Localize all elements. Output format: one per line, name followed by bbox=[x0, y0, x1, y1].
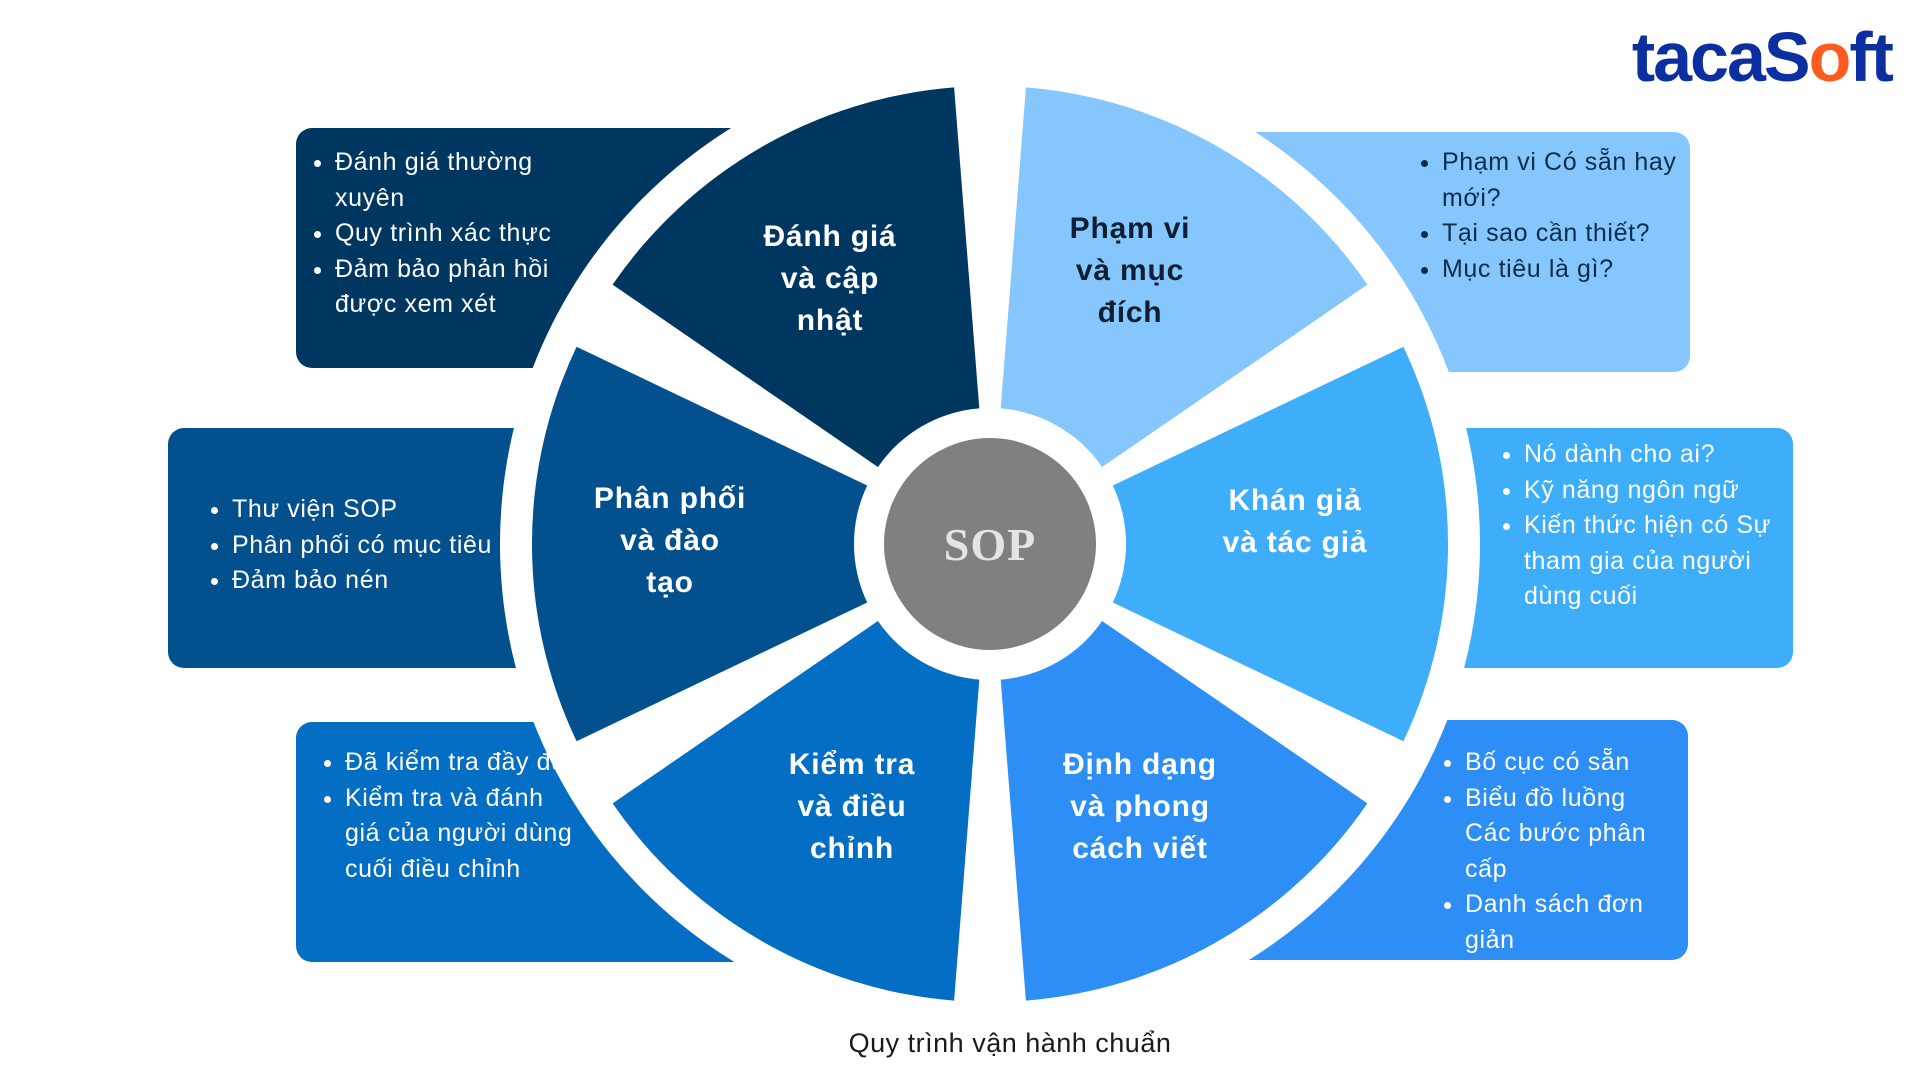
segment-label-scope: Phạm vi và mục đích bbox=[1069, 212, 1191, 329]
bullets-distribution: Thư viện SOP Phân phối có mục tiêu Đảm b… bbox=[197, 492, 527, 599]
segment-label-audience: Khán giả và tác giả bbox=[1222, 484, 1368, 559]
bullet-item: Biểu đồ luồng Các bước phân cấp bbox=[1465, 781, 1675, 888]
bullet-item: Đã kiểm tra đầy đủ bbox=[345, 745, 575, 781]
logo-text: ft bbox=[1849, 18, 1894, 96]
bullet-item: Kỹ năng ngôn ngữ bbox=[1524, 473, 1789, 509]
bullet-item: Bố cục có sẵn bbox=[1465, 745, 1675, 781]
bullet-item: Đảm bảo nén bbox=[232, 563, 527, 599]
tacasoft-logo: tacaSoft bbox=[1631, 12, 1894, 102]
bullet-item: Phân phối có mục tiêu bbox=[232, 528, 527, 564]
bullets-audience: Nó dành cho ai? Kỹ năng ngôn ngữ Kiến th… bbox=[1489, 437, 1789, 615]
segment-label-review: Đánh giá và cập nhật bbox=[763, 220, 897, 337]
segment-format bbox=[1000, 621, 1368, 1001]
segment-distribution bbox=[531, 346, 868, 742]
caption: Quy trình vận hành chuẩn bbox=[848, 1028, 1172, 1058]
segment-label-test: Kiểm tra và điều chỉnh bbox=[788, 748, 916, 865]
segment-label-distribution: Phân phối và đào tạo bbox=[593, 482, 747, 599]
bullet-item: Nó dành cho ai? bbox=[1524, 437, 1789, 473]
center-label: SOP bbox=[943, 519, 1037, 570]
bullets-scope: Phạm vi Có sẵn hay mới? Tại sao cần thiế… bbox=[1407, 145, 1689, 287]
bullet-item: Quy trình xác thực bbox=[335, 216, 560, 252]
segment-label-format: Định dạng và phong cách viết bbox=[1063, 748, 1217, 865]
logo-o-icon: o bbox=[1808, 18, 1852, 96]
bullet-item: Tại sao cần thiết? bbox=[1442, 216, 1689, 252]
segment-review bbox=[612, 87, 980, 468]
bullet-item: Mục tiêu là gì? bbox=[1442, 252, 1689, 288]
bullet-item: Phạm vi Có sẵn hay mới? bbox=[1442, 145, 1689, 216]
bullet-item: Đảm bảo phản hồi được xem xét bbox=[335, 252, 560, 323]
bullet-item: Kiểm tra và đánh giá của người dùng cuối… bbox=[345, 781, 575, 888]
bullets-test: Đã kiểm tra đầy đủ Kiểm tra và đánh giá … bbox=[310, 745, 575, 887]
bullets-review: Đánh giá thường xuyên Quy trình xác thực… bbox=[300, 145, 560, 323]
bullet-item: Thư viện SOP bbox=[232, 492, 527, 528]
segment-test bbox=[612, 621, 980, 1001]
segment-audience bbox=[1112, 346, 1449, 742]
logo-text: tacaS bbox=[1631, 18, 1811, 96]
bullet-item: Kiến thức hiện có Sự tham gia của người … bbox=[1524, 508, 1789, 615]
segment-scope bbox=[1000, 87, 1368, 468]
center-circle bbox=[884, 438, 1096, 650]
bullet-item: Danh sách đơn giản bbox=[1465, 887, 1675, 958]
bullet-item: Đánh giá thường xuyên bbox=[335, 145, 560, 216]
bullets-format: Bố cục có sẵn Biểu đồ luồng Các bước phâ… bbox=[1430, 745, 1675, 958]
wheel-segments bbox=[531, 87, 1449, 1001]
